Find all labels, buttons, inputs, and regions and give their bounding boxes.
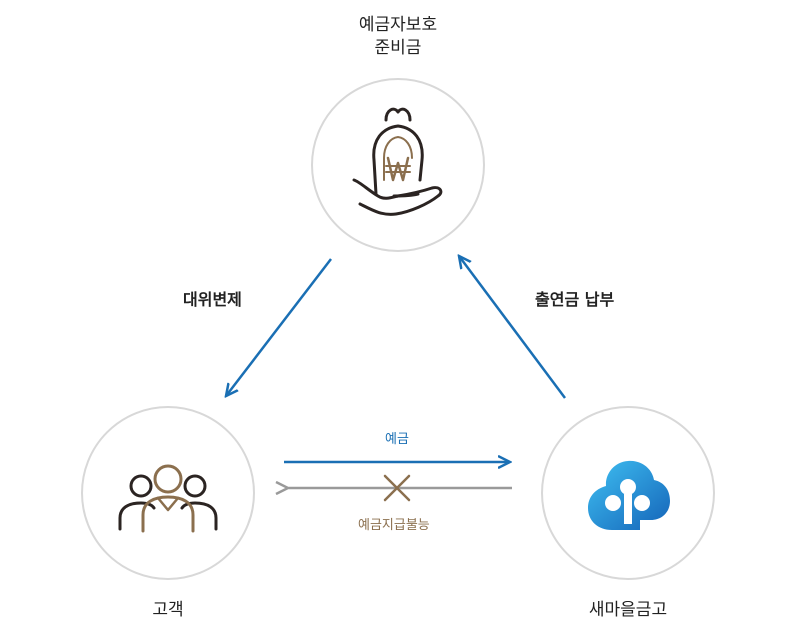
subrogation-label: 대위변제 bbox=[183, 290, 242, 309]
people-group-icon bbox=[118, 464, 218, 533]
hand-holding-won-bag-icon bbox=[352, 107, 443, 216]
fund-label-line2: 준비금 bbox=[374, 38, 422, 58]
customer-label: 고객 bbox=[152, 600, 184, 620]
arrow-subrogation bbox=[226, 258, 332, 396]
default-label: 예금지급불능 bbox=[358, 518, 430, 533]
mg-cloud-logo-icon bbox=[588, 460, 670, 530]
blocked-x-icon bbox=[383, 474, 411, 502]
arrow-contribution bbox=[459, 256, 567, 399]
contribution-label: 출연금 납부 bbox=[535, 290, 615, 309]
bank-label: 새마을금고 bbox=[588, 600, 668, 620]
fund-label: 예금자보호 준비금 bbox=[298, 14, 498, 60]
deposit-label: 예금 bbox=[385, 432, 409, 447]
fund-label-line1: 예금자보호 bbox=[358, 15, 438, 35]
